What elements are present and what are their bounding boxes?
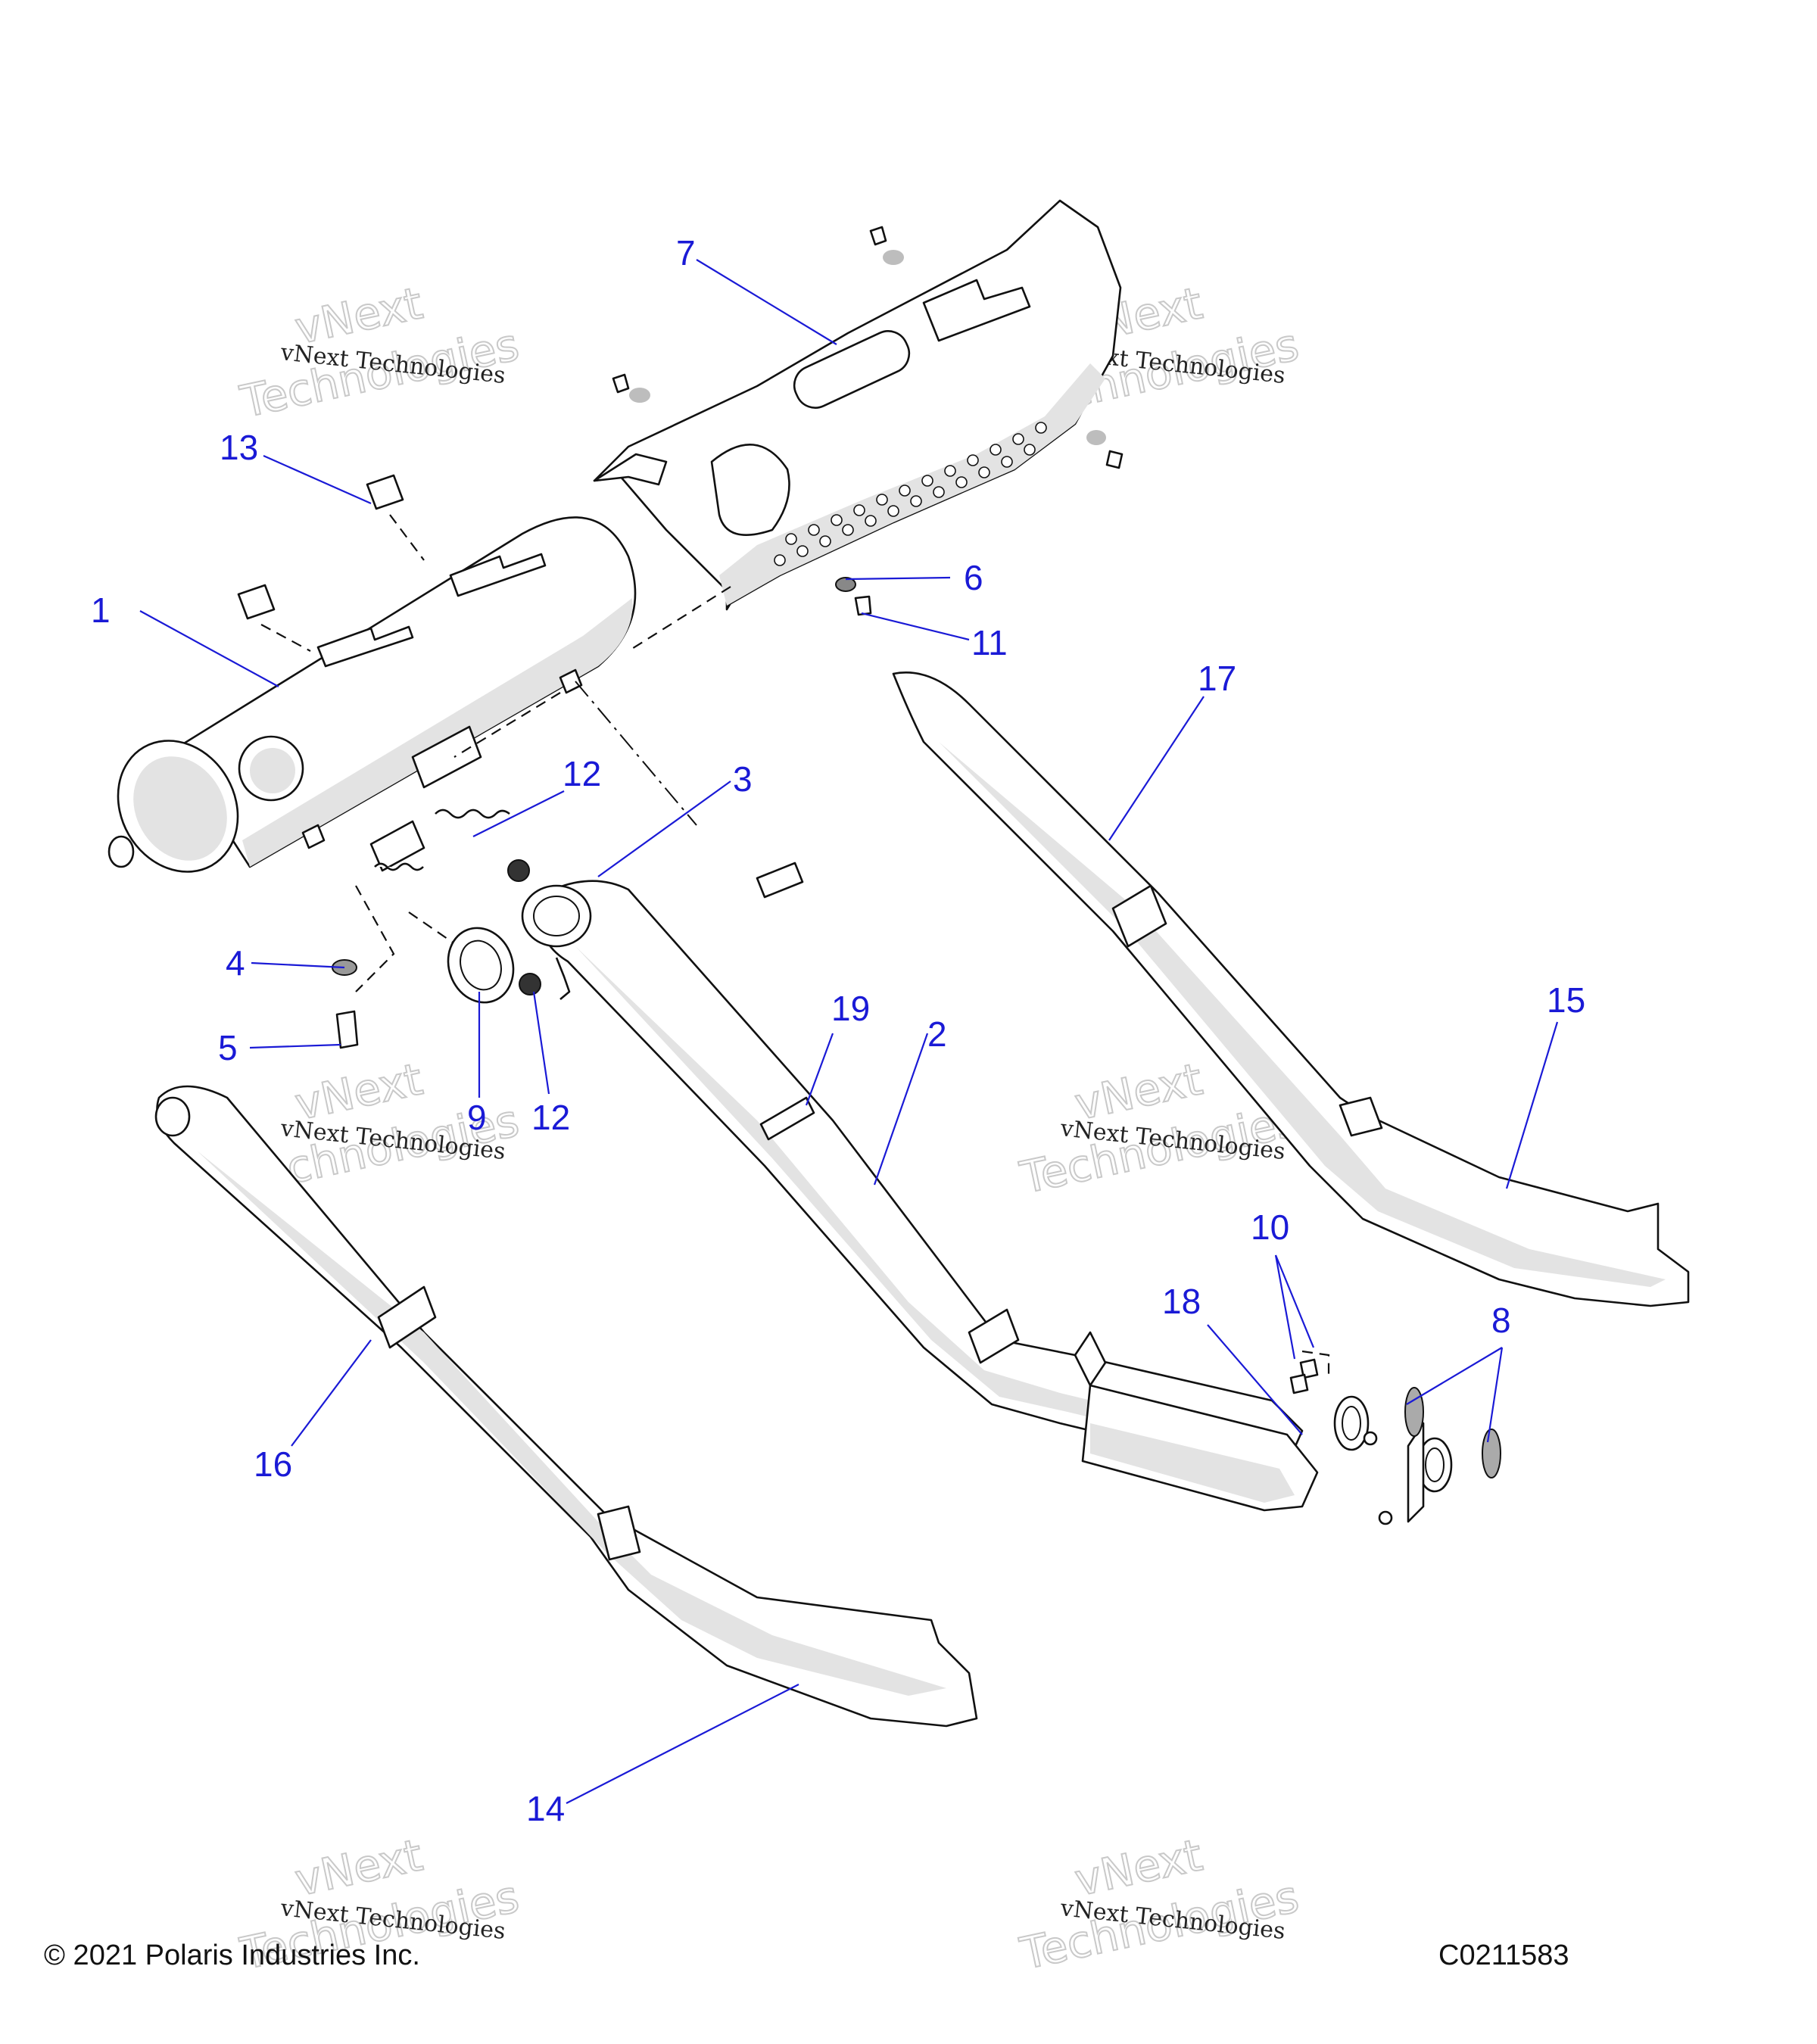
bolt: [335, 1010, 359, 1049]
shield-bolt: [1086, 430, 1124, 469]
callout-16: 16: [254, 1444, 292, 1484]
callout-7: 7: [676, 233, 696, 273]
spring: [374, 862, 424, 871]
callout-4: 4: [226, 943, 245, 983]
head-pipe: [521, 862, 1453, 1525]
shield-bolt: [612, 373, 650, 403]
callout-11: 11: [971, 623, 1008, 662]
callout-18: 18: [1162, 1282, 1201, 1321]
grommet: [447, 927, 515, 1004]
callout-12: 12: [563, 754, 601, 793]
callout-labels: 1 2 3 4 5 6 7 8 9 10 11 12 12 13 14 15 1…: [91, 233, 1585, 1828]
callout-10: 10: [1251, 1207, 1289, 1247]
muffler: [108, 474, 637, 873]
watermark-bottom-right: vNext Technologies: [1015, 1828, 1304, 1980]
shield-bolt: [869, 226, 904, 265]
callout-12-lower: 12: [531, 1098, 570, 1137]
heat-shield-pipe-lower: [154, 1085, 978, 1728]
callout-8: 8: [1491, 1301, 1511, 1340]
callout-19: 19: [831, 989, 870, 1028]
callout-17: 17: [1198, 659, 1236, 698]
callout-5: 5: [218, 1028, 238, 1067]
heat-shield: [593, 199, 1124, 616]
watermark-top-left: vNext Technologies: [235, 276, 525, 428]
callout-3: 3: [733, 759, 753, 799]
callout-2: 2: [927, 1014, 947, 1054]
clamp-nut: [507, 859, 530, 882]
rubber-isolator: [237, 584, 276, 620]
bolt: [854, 595, 872, 616]
callout-14: 14: [526, 1789, 565, 1828]
leader-lines: [139, 259, 1559, 1804]
nut: [1289, 1373, 1309, 1394]
callout-6: 6: [964, 558, 983, 597]
callout-9: 9: [467, 1098, 487, 1137]
gasket: [1404, 1387, 1424, 1437]
rubber-isolator: [366, 474, 404, 510]
callout-13: 13: [220, 428, 258, 467]
clamp-nut: [519, 973, 541, 996]
callout-15: 15: [1547, 980, 1585, 1020]
copyright-text: © 2021 Polaris Industries Inc.: [44, 1940, 420, 1971]
heat-shield-pipe-upper: [892, 671, 1690, 1307]
washer: [835, 577, 856, 592]
diagram-code: C0211583: [1438, 1940, 1569, 1971]
gasket: [1482, 1429, 1501, 1478]
nut: [1299, 1358, 1319, 1379]
callout-1: 1: [91, 590, 111, 630]
spring: [435, 809, 510, 819]
